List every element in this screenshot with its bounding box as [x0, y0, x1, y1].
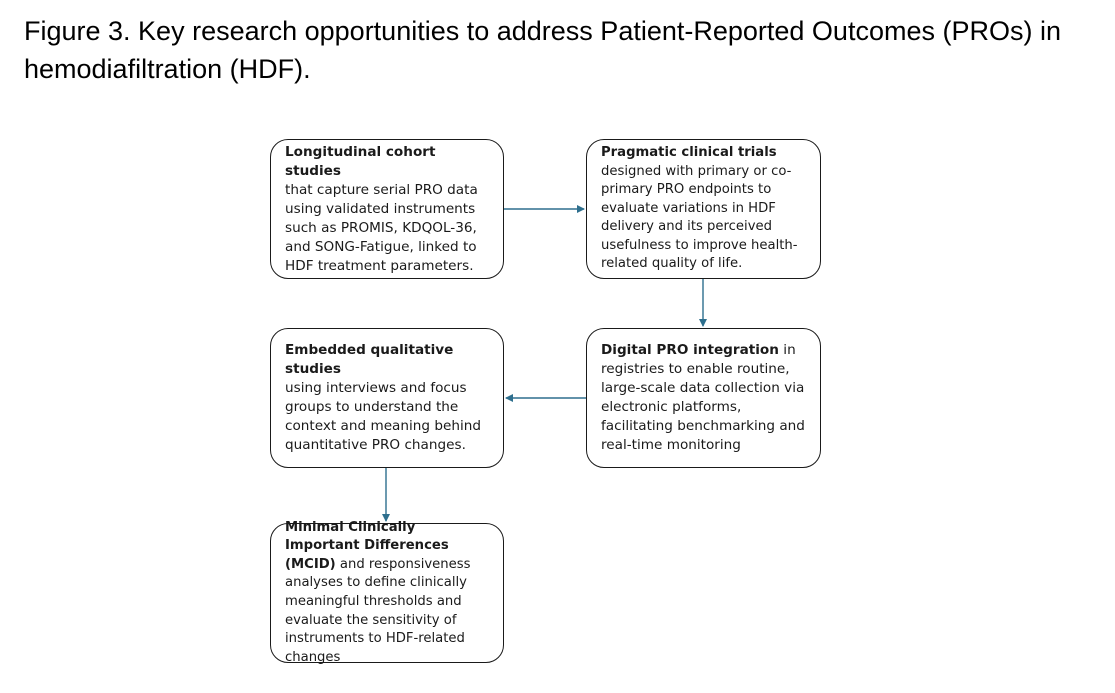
box-body: that capture serial PRO data using valid…: [285, 181, 478, 274]
box-digital-pro-integration: Digital PRO integration in registries to…: [586, 328, 821, 468]
box-body: designed with primary or co-primary PRO …: [601, 163, 798, 272]
box-embedded-qualitative-studies: Embedded qualitative studies using inter…: [270, 328, 504, 468]
box-title: Digital PRO integration: [601, 342, 779, 358]
box-title: Embedded qualitative studies: [285, 342, 454, 377]
box-pragmatic-clinical-trials: Pragmatic clinical trials designed with …: [586, 139, 821, 279]
box-body: using interviews and focus groups to und…: [285, 380, 481, 453]
box-title: Pragmatic clinical trials: [601, 144, 777, 160]
box-body: in registries to enable routine, large-s…: [601, 342, 805, 453]
box-body: and responsiveness analyses to define cl…: [285, 556, 471, 665]
box-mcid-analyses: Minimal Clinically Important Differences…: [270, 519, 504, 665]
box-title: Minimal Clinically Important Differences…: [285, 519, 449, 572]
figure-caption: Figure 3. Key research opportunities to …: [24, 16, 1061, 84]
box-title: Longitudinal cohort studies: [285, 143, 436, 179]
box-longitudinal-cohort-studies: Longitudinal cohort studies that capture…: [270, 139, 504, 279]
